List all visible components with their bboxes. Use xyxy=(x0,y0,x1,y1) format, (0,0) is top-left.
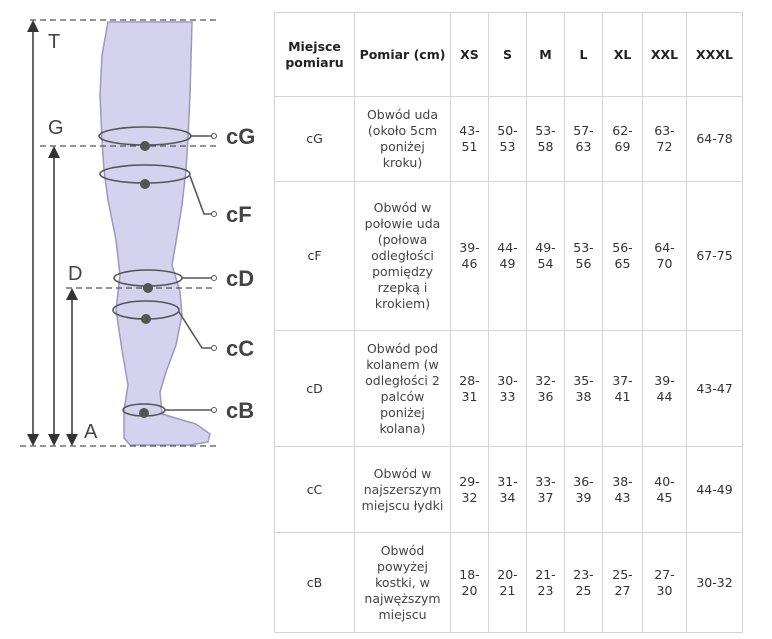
table-row: cF Obwód w połowie uda (połowa odległośc… xyxy=(274,181,743,331)
table-row: cD Obwód pod kolanem (w odległości 2 pal… xyxy=(274,330,743,447)
header-size-l: L xyxy=(564,12,603,97)
measurement-point: cB xyxy=(274,532,355,633)
point-label-cb: cB xyxy=(226,398,254,423)
size-value: 44-49 xyxy=(488,181,527,331)
header-size-m: M xyxy=(526,12,565,97)
size-chart-table: Miejsce pomiaru Pomiar (cm) XS S M L XL … xyxy=(274,12,743,633)
size-value: 20-21 xyxy=(488,532,527,633)
measurement-point: cF xyxy=(274,181,355,331)
size-value: 64-78 xyxy=(686,96,743,182)
size-value: 56-65 xyxy=(602,181,643,331)
size-value: 31-34 xyxy=(488,446,527,533)
zone-label-a: A xyxy=(84,421,98,443)
size-value: 44-49 xyxy=(686,446,743,533)
size-value: 18-20 xyxy=(450,532,489,633)
size-value: 21-23 xyxy=(526,532,565,633)
point-label-cd: cD xyxy=(226,266,254,291)
header-measurement: Pomiar (cm) xyxy=(354,12,451,97)
size-value: 50-53 xyxy=(488,96,527,182)
point-label-cc: cC xyxy=(226,336,254,361)
header-measurement-point: Miejsce pomiaru xyxy=(274,12,355,97)
header-size-s: S xyxy=(488,12,527,97)
zone-label-d: D xyxy=(68,263,82,285)
size-value: 64-70 xyxy=(642,181,687,331)
size-value: 67-75 xyxy=(686,181,743,331)
size-value: 30-32 xyxy=(686,532,743,633)
size-value: 40-45 xyxy=(642,446,687,533)
size-value: 35-38 xyxy=(564,330,603,447)
size-value: 49-54 xyxy=(526,181,565,331)
table-row: cB Obwód powyżej kostki, w najwęższym mi… xyxy=(274,532,743,633)
header-size-xxxl: XXXL xyxy=(686,12,743,97)
size-value: 53-56 xyxy=(564,181,603,331)
size-value: 53-58 xyxy=(526,96,565,182)
zone-label-t: T xyxy=(48,31,60,53)
point-label-cg: cG xyxy=(226,124,255,149)
measurement-description: Obwód w połowie uda (połowa odległości p… xyxy=(354,181,451,331)
size-value: 29-32 xyxy=(450,446,489,533)
header-size-xxl: XXL xyxy=(642,12,687,97)
size-value: 43-51 xyxy=(450,96,489,182)
size-value: 30-33 xyxy=(488,330,527,447)
size-value: 57-63 xyxy=(564,96,603,182)
measurement-point: cC xyxy=(274,446,355,533)
size-value: 32-36 xyxy=(526,330,565,447)
size-value: 37-41 xyxy=(602,330,643,447)
size-value: 23-25 xyxy=(564,532,603,633)
table-header-row: Miejsce pomiaru Pomiar (cm) XS S M L XL … xyxy=(274,12,743,97)
header-size-xl: XL xyxy=(602,12,643,97)
measurement-point: cD xyxy=(274,330,355,447)
measurement-description: Obwód pod kolanem (w odległości 2 palców… xyxy=(354,330,451,447)
size-value: 25-27 xyxy=(602,532,643,633)
leg-measurement-diagram: T G D A cG cF cD cC cB xyxy=(20,19,255,447)
size-value: 43-47 xyxy=(686,330,743,447)
measurement-description: Obwód w najszerszym miejscu łydki xyxy=(354,446,451,533)
size-value: 63-72 xyxy=(642,96,687,182)
leg-silhouette xyxy=(99,21,211,446)
size-value: 27-30 xyxy=(642,532,687,633)
size-value: 39-44 xyxy=(642,330,687,447)
size-value: 36-39 xyxy=(564,446,603,533)
table-row: cC Obwód w najszerszym miejscu łydki 29-… xyxy=(274,446,743,533)
measurement-description: Obwód powyżej kostki, w najwęższym miejs… xyxy=(354,532,451,633)
size-value: 62-69 xyxy=(602,96,643,182)
size-value: 28-31 xyxy=(450,330,489,447)
table-row: cG Obwód uda (około 5cm poniżej kroku) 4… xyxy=(274,96,743,182)
measurement-description: Obwód uda (około 5cm poniżej kroku) xyxy=(354,96,451,182)
size-value: 38-43 xyxy=(602,446,643,533)
size-value: 39-46 xyxy=(450,181,489,331)
measurement-point: cG xyxy=(274,96,355,182)
zone-label-g: G xyxy=(48,117,64,139)
header-size-xs: XS xyxy=(450,12,489,97)
size-value: 33-37 xyxy=(526,446,565,533)
point-label-cf: cF xyxy=(226,202,252,227)
